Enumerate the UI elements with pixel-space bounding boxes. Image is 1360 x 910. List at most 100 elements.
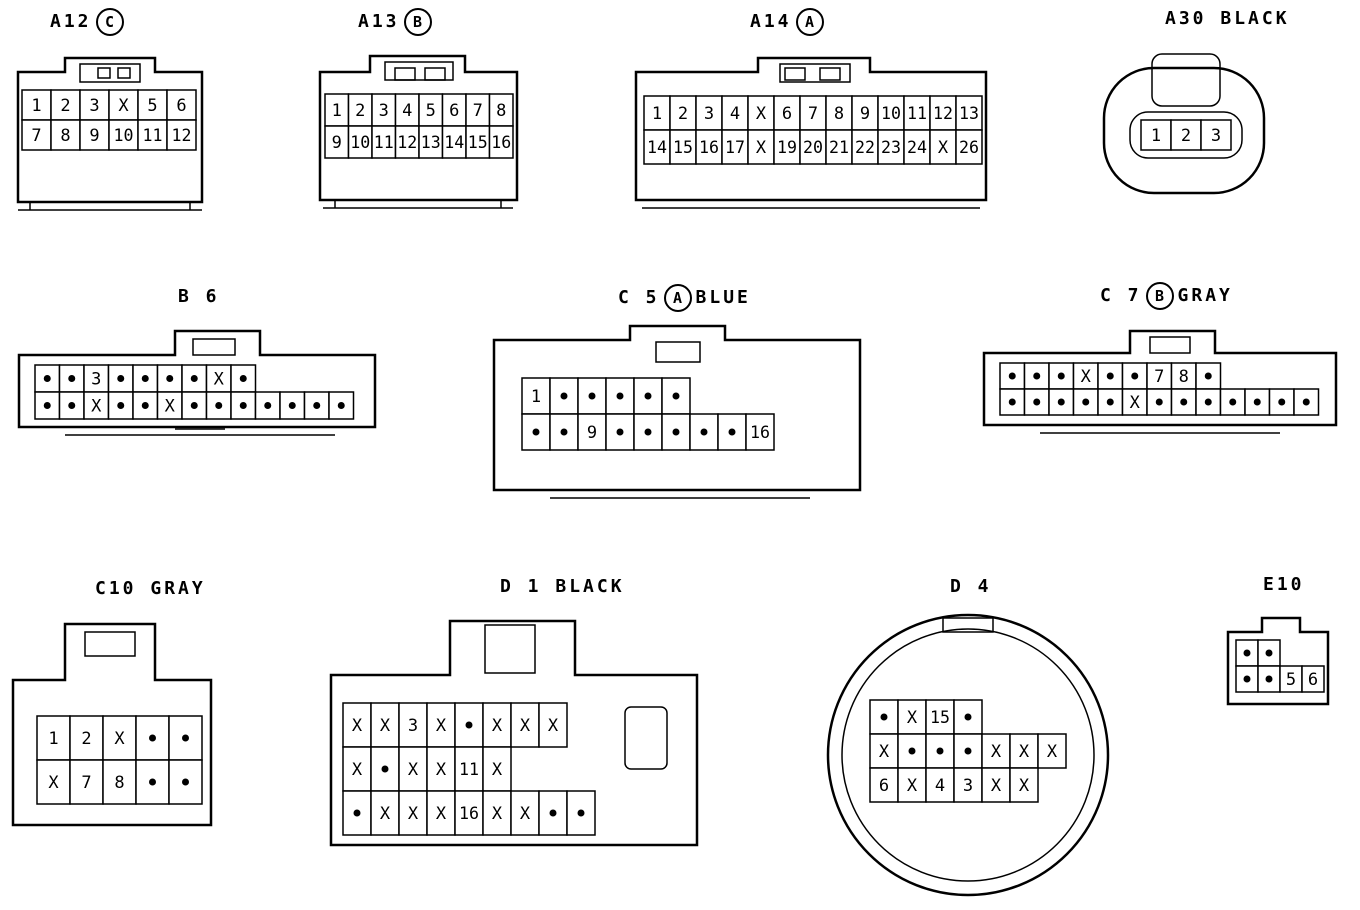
unused-terminal-dot	[141, 375, 149, 382]
terminal-number: 16	[750, 423, 770, 443]
unused-terminal-dot	[1302, 398, 1310, 406]
unused-terminal-dot	[644, 428, 652, 436]
terminal-cavity	[36, 759, 71, 805]
unused-terminal-dot	[644, 392, 652, 400]
terminal-number: 21	[829, 138, 849, 158]
terminal-cavity	[643, 129, 671, 165]
terminal-cavity	[1037, 733, 1067, 769]
unused-terminal-dot	[1204, 372, 1212, 380]
terminal-cavity	[538, 702, 568, 748]
no-terminal-mark: X	[756, 138, 767, 158]
no-terminal-mark: X	[879, 742, 890, 762]
unused-terminal-dot	[166, 375, 174, 382]
terminal-number: 23	[881, 138, 901, 158]
terminal-number: 16	[491, 133, 511, 153]
no-terminal-mark: X	[91, 397, 102, 417]
connector-name: D 4	[950, 576, 992, 597]
unused-terminal-dot	[560, 392, 568, 400]
terminal-number: 3	[1211, 126, 1221, 146]
terminal-cavity	[370, 702, 400, 748]
terminal-cavity	[869, 767, 899, 803]
connector-color: GRAY	[150, 578, 206, 599]
terminal-cavity	[1301, 665, 1325, 693]
unused-terminal-dot	[560, 428, 568, 436]
terminal-cavity	[721, 129, 749, 165]
terminal-number: 1	[1151, 126, 1161, 146]
terminal-number: 11	[374, 133, 394, 153]
terminal-number: 10	[350, 133, 370, 153]
no-terminal-mark: X	[1047, 742, 1058, 762]
unused-terminal-dot	[190, 375, 198, 382]
no-terminal-mark: X	[436, 760, 447, 780]
unused-terminal-dot	[1243, 649, 1251, 657]
unused-terminal-dot	[215, 402, 223, 409]
unused-terminal-dot	[337, 402, 345, 409]
unused-terminal-dot	[182, 778, 189, 786]
terminal-number: 14	[444, 133, 464, 153]
unused-terminal-dot	[1278, 398, 1286, 406]
no-terminal-mark: X	[907, 776, 918, 796]
unused-terminal-dot	[1106, 398, 1114, 406]
terminal-number: 11	[459, 760, 479, 780]
terminal-cavity	[981, 733, 1011, 769]
unused-terminal-dot	[264, 402, 272, 409]
terminal-number: 5	[1286, 670, 1296, 690]
terminal-number: 7	[808, 104, 818, 124]
terminal-cavity	[137, 119, 168, 151]
terminal-number: 4	[730, 104, 740, 124]
unused-terminal-dot	[182, 734, 189, 742]
no-terminal-mark: X	[118, 96, 129, 116]
terminal-number: 13	[421, 133, 441, 153]
terminal-number: 8	[834, 104, 844, 124]
connector-title-c10: C10 GRAY	[95, 578, 206, 599]
no-terminal-mark: X	[756, 104, 767, 124]
unused-terminal-dot	[68, 402, 76, 409]
unused-terminal-dot	[1057, 372, 1065, 380]
terminal-number: 10	[881, 104, 901, 124]
no-terminal-mark: X	[352, 760, 363, 780]
terminal-cavity	[747, 129, 775, 165]
unused-terminal-dot	[1106, 372, 1114, 380]
unused-terminal-dot	[1155, 398, 1163, 406]
terminal-number: 1	[652, 104, 662, 124]
terminal-number: 9	[860, 104, 870, 124]
terminal-number: 3	[91, 370, 101, 390]
terminal-number: 8	[1179, 367, 1189, 387]
terminal-cavity	[156, 391, 183, 420]
no-terminal-mark: X	[1081, 367, 1092, 387]
unused-terminal-dot	[672, 392, 680, 400]
terminal-cavity	[955, 129, 983, 165]
unused-terminal-dot	[117, 375, 125, 382]
terminal-number: 6	[176, 96, 186, 116]
connector-title-e10: E10	[1263, 574, 1305, 595]
terminal-number: 9	[332, 133, 342, 153]
unused-terminal-dot	[239, 402, 247, 409]
unused-terminal-dot	[1057, 398, 1065, 406]
unused-terminal-dot	[288, 402, 296, 409]
terminal-cavity	[398, 790, 428, 836]
connector-title-d1: D 1 BLACK	[500, 576, 625, 597]
terminal-number: 12	[397, 133, 417, 153]
connector-code-circle: A	[663, 284, 692, 312]
terminal-cavity	[825, 129, 853, 165]
unused-terminal-dot	[532, 428, 540, 436]
unused-terminal-dot	[1253, 398, 1261, 406]
connector-title-d4: D 4	[950, 576, 992, 597]
terminal-cavity	[21, 119, 52, 151]
unused-terminal-dot	[964, 713, 972, 721]
unused-terminal-dot	[728, 428, 736, 436]
